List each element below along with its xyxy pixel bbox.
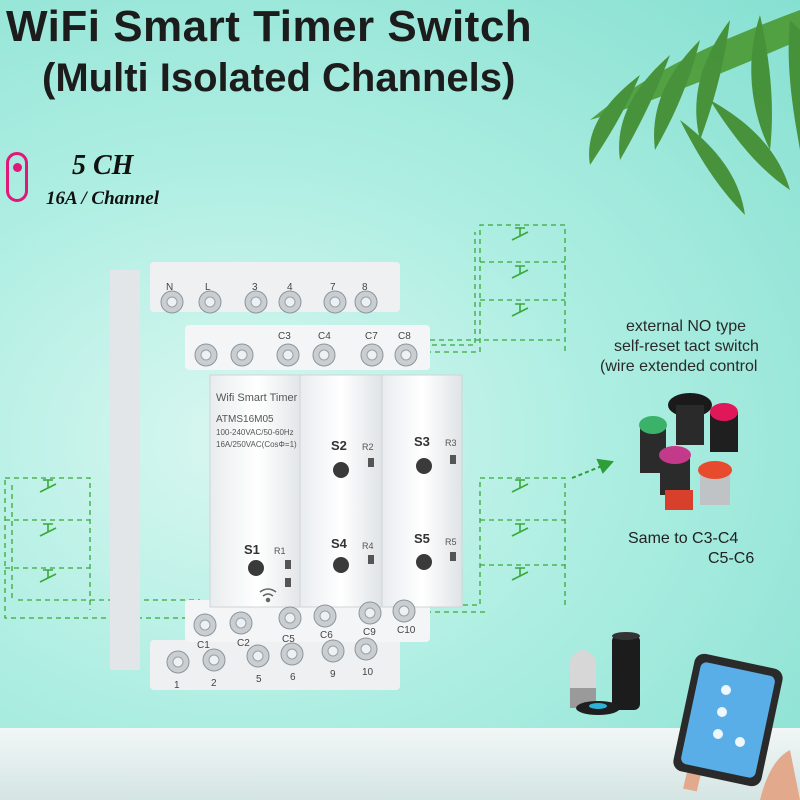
terminal-label: 2: [211, 678, 217, 689]
screw-head: [200, 349, 212, 361]
button-label-s3: S3: [414, 434, 430, 449]
led-label-r2: R2: [362, 442, 374, 452]
terminal-label: 7: [330, 282, 336, 293]
screw-head: [252, 650, 264, 662]
screw-head: [398, 605, 410, 617]
leaf-decoration-icon: [589, 10, 800, 215]
terminal-label: C8: [398, 331, 411, 342]
screw-head: [319, 610, 331, 622]
s4-button[interactable]: [332, 556, 350, 574]
terminal-label: 3: [252, 282, 258, 293]
terminal-label: 9: [330, 669, 336, 680]
led-label-r5: R5: [445, 537, 457, 547]
screw-head: [199, 619, 211, 631]
screw-head: [166, 296, 178, 308]
terminal-label: C4: [318, 331, 331, 342]
terminal-label: N: [166, 282, 174, 293]
wifi-icon: [259, 588, 277, 603]
screw-head: [329, 296, 341, 308]
channel-rating: 16A / Channel: [46, 188, 159, 209]
screw-terminals: [160, 290, 418, 674]
terminal-label: C2: [237, 638, 250, 649]
channel-count: 5 CH: [72, 150, 134, 181]
switch-symbols: [39, 227, 529, 583]
same-note-line-2: C5-C6: [708, 550, 755, 567]
toggle-icon: [6, 152, 28, 202]
screw-head: [400, 349, 412, 361]
s2-button[interactable]: [332, 461, 350, 479]
screw-head: [360, 643, 372, 655]
smartphone-photo: [673, 653, 800, 800]
screw-head: [286, 648, 298, 660]
s3-button[interactable]: [415, 457, 433, 475]
terminal-label: C10: [397, 625, 416, 636]
callout-line-1: external NO type: [626, 318, 747, 335]
terminal-label: C1: [197, 640, 210, 651]
button-label-s2: S2: [331, 438, 347, 453]
led-label-r3: R3: [445, 438, 457, 448]
page-subtitle: (Multi Isolated Channels): [42, 56, 516, 100]
screw-head: [208, 654, 220, 666]
screw-head: [360, 296, 372, 308]
screw-head: [236, 349, 248, 361]
button-label-s1: S1: [244, 542, 260, 557]
terminal-label: C3: [278, 331, 291, 342]
terminal-label: 6: [290, 672, 296, 683]
led-label-r1: R1: [274, 546, 286, 556]
arrow-right-icon: [571, 458, 614, 479]
terminal-label: L: [205, 282, 211, 293]
terminal-label: 10: [362, 667, 374, 678]
terminal-label: C6: [320, 630, 333, 641]
callout-line-2: self-reset tact switch: [614, 338, 759, 355]
terminal-label: 5: [256, 674, 262, 685]
screw-head: [235, 617, 247, 629]
device-model: ATMS16M05: [216, 414, 274, 425]
screw-head: [172, 656, 184, 668]
terminal-label: C9: [363, 627, 376, 638]
terminal-label: 1: [174, 680, 180, 691]
button-label-s4: S4: [331, 536, 347, 551]
led-label-r4: R4: [362, 541, 374, 551]
screw-head: [364, 607, 376, 619]
smart-speakers-photo: [570, 632, 640, 715]
terminal-label: C7: [365, 331, 378, 342]
callout-line-3: (wire extended control: [600, 358, 758, 375]
s1-button[interactable]: [247, 559, 265, 577]
terminal-label: 4: [287, 282, 293, 293]
screw-head: [284, 296, 296, 308]
screw-head: [204, 296, 216, 308]
s5-button[interactable]: [415, 553, 433, 571]
screw-head: [282, 349, 294, 361]
device-spec-voltage: 100-240VAC/50-60Hz: [216, 428, 294, 437]
page-title: WiFi Smart Timer Switch: [6, 2, 533, 51]
device-spec-current: 16A/250VAC(CosΦ=1): [216, 440, 297, 449]
screw-head: [250, 296, 262, 308]
button-label-s5: S5: [414, 531, 430, 546]
device-name: Wifi Smart Timer: [216, 392, 298, 404]
terminal-label: 8: [362, 282, 368, 293]
terminal-label: C5: [282, 634, 295, 645]
same-note-line-1: Same to C3-C4: [628, 530, 739, 547]
screw-head: [284, 612, 296, 624]
tact-switches-photo: [639, 393, 738, 510]
screw-head: [327, 645, 339, 657]
screw-head: [318, 349, 330, 361]
screw-head: [366, 349, 378, 361]
